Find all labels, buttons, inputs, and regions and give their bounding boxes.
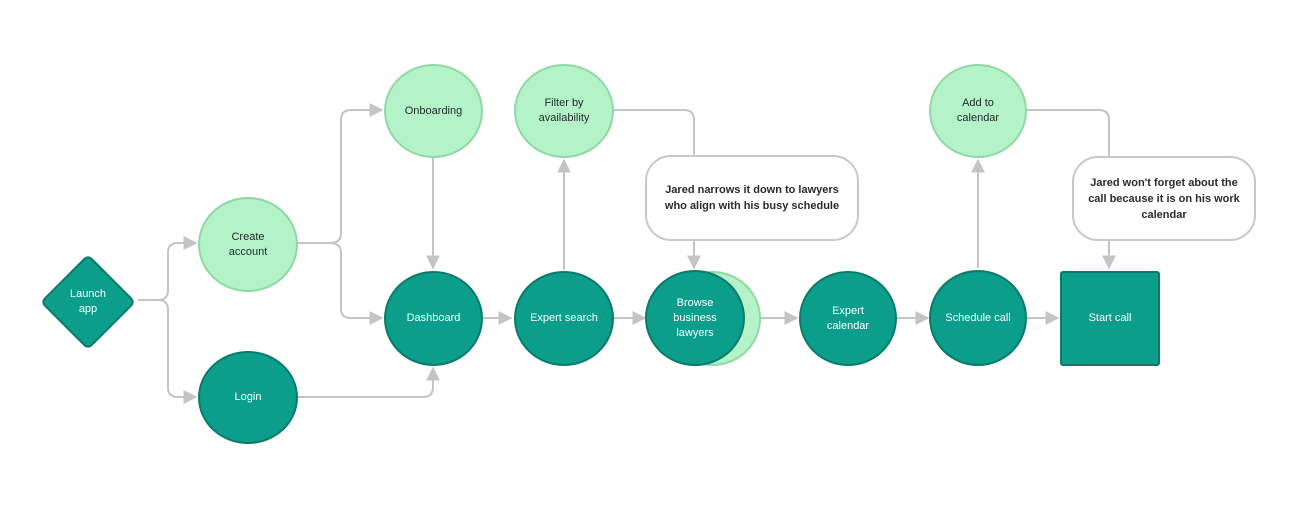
edge-add-startcall xyxy=(1027,109,1116,270)
add-to-calendar-node[interactable]: Add to calendar xyxy=(929,64,1027,158)
edge-create-dashboard xyxy=(298,242,384,325)
edge-launch-create xyxy=(138,236,198,301)
expert-search-label: Expert search xyxy=(530,312,598,324)
add-to-calendar-label: Add to calendar xyxy=(956,97,1000,124)
start-call-node[interactable]: Start call xyxy=(1060,271,1160,366)
onboarding-node[interactable]: Onboarding xyxy=(384,64,483,158)
filter-by-availability-node[interactable]: Filter by availability xyxy=(514,64,614,158)
expert-search-node[interactable]: Expert search xyxy=(514,271,614,366)
callout-wont-forget: Jared won't forget about the call becaus… xyxy=(1072,156,1256,241)
create-account-node[interactable]: Create account xyxy=(198,197,298,292)
edge-create-onboarding xyxy=(298,103,384,244)
login-label: Login xyxy=(234,391,262,403)
dashboard-node[interactable]: Dashboard xyxy=(384,271,483,366)
edge-launch-login xyxy=(138,299,198,404)
onboarding-label: Onboarding xyxy=(404,104,463,117)
edge-login-dashboard xyxy=(298,366,440,398)
expert-calendar-label: Expert calendar xyxy=(826,304,870,332)
expert-calendar-node[interactable]: Expert calendar xyxy=(799,271,897,366)
login-node[interactable]: Login xyxy=(198,351,298,444)
browse-business-lawyers-node[interactable]: Browse business lawyers xyxy=(645,270,745,366)
dashboard-label: Dashboard xyxy=(406,312,461,324)
edge-filter-browse xyxy=(613,109,701,270)
launch-app-node[interactable]: Launch app xyxy=(39,253,137,351)
start-call-label: Start call xyxy=(1088,312,1132,324)
launch-app-label: Launch app xyxy=(69,288,107,315)
schedule-call-label: Schedule call xyxy=(945,311,1011,324)
browse-business-lawyers-label: Browse business lawyers xyxy=(673,296,717,339)
callout-narrow-down: Jared narrows it down to lawyers who ali… xyxy=(645,155,859,241)
filter-by-availability-label: Filter by availability xyxy=(538,97,590,124)
schedule-call-node[interactable]: Schedule call xyxy=(929,270,1027,366)
create-account-label: Create account xyxy=(228,230,268,258)
